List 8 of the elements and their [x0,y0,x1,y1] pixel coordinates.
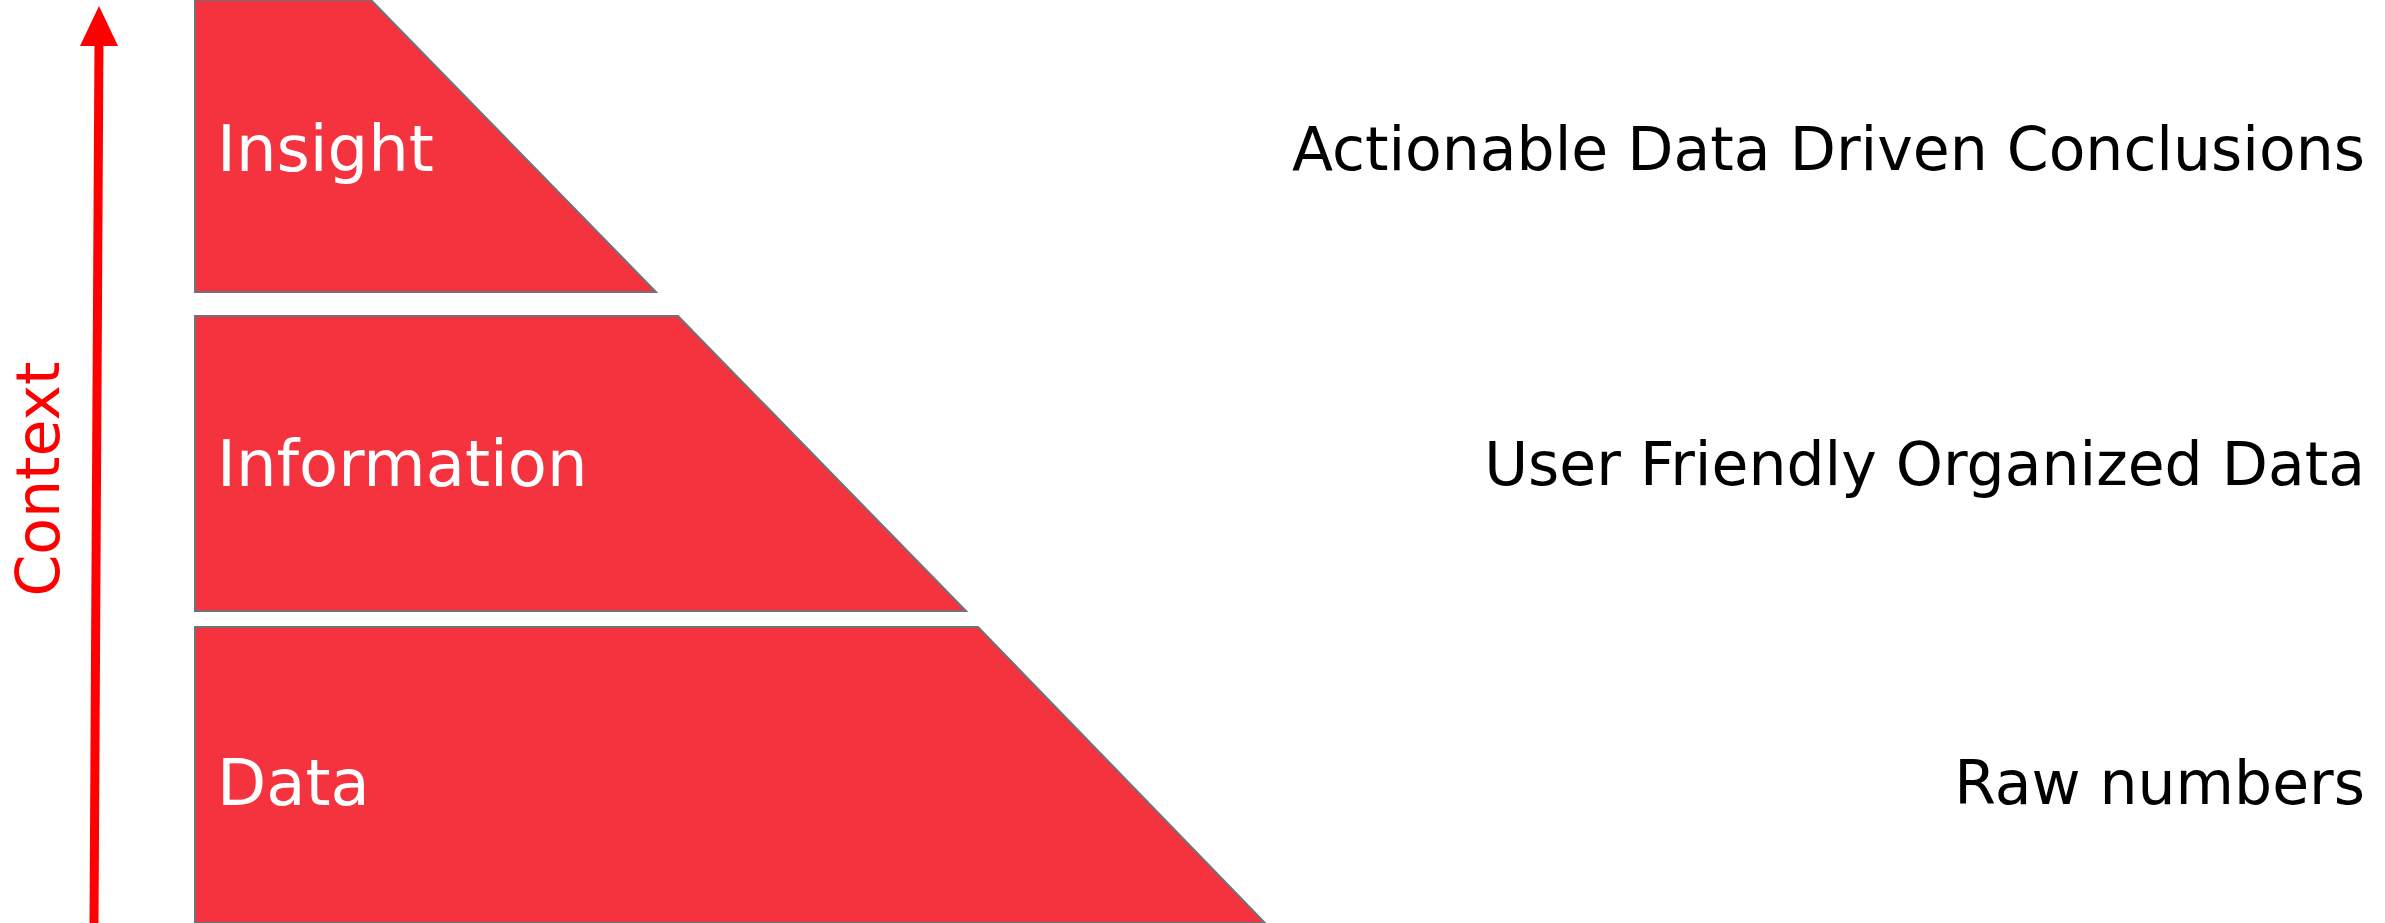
pyramid-layer [195,0,656,292]
pyramid-layer [195,627,1265,923]
axis-label: Context [7,361,68,597]
layer-title: Data [217,751,370,815]
layer-title: Information [217,432,588,496]
layer-description: Actionable Data Driven Conclusions [1291,119,2365,179]
layer-description: Raw numbers [1954,753,2365,813]
pyramid-layer [195,316,966,611]
